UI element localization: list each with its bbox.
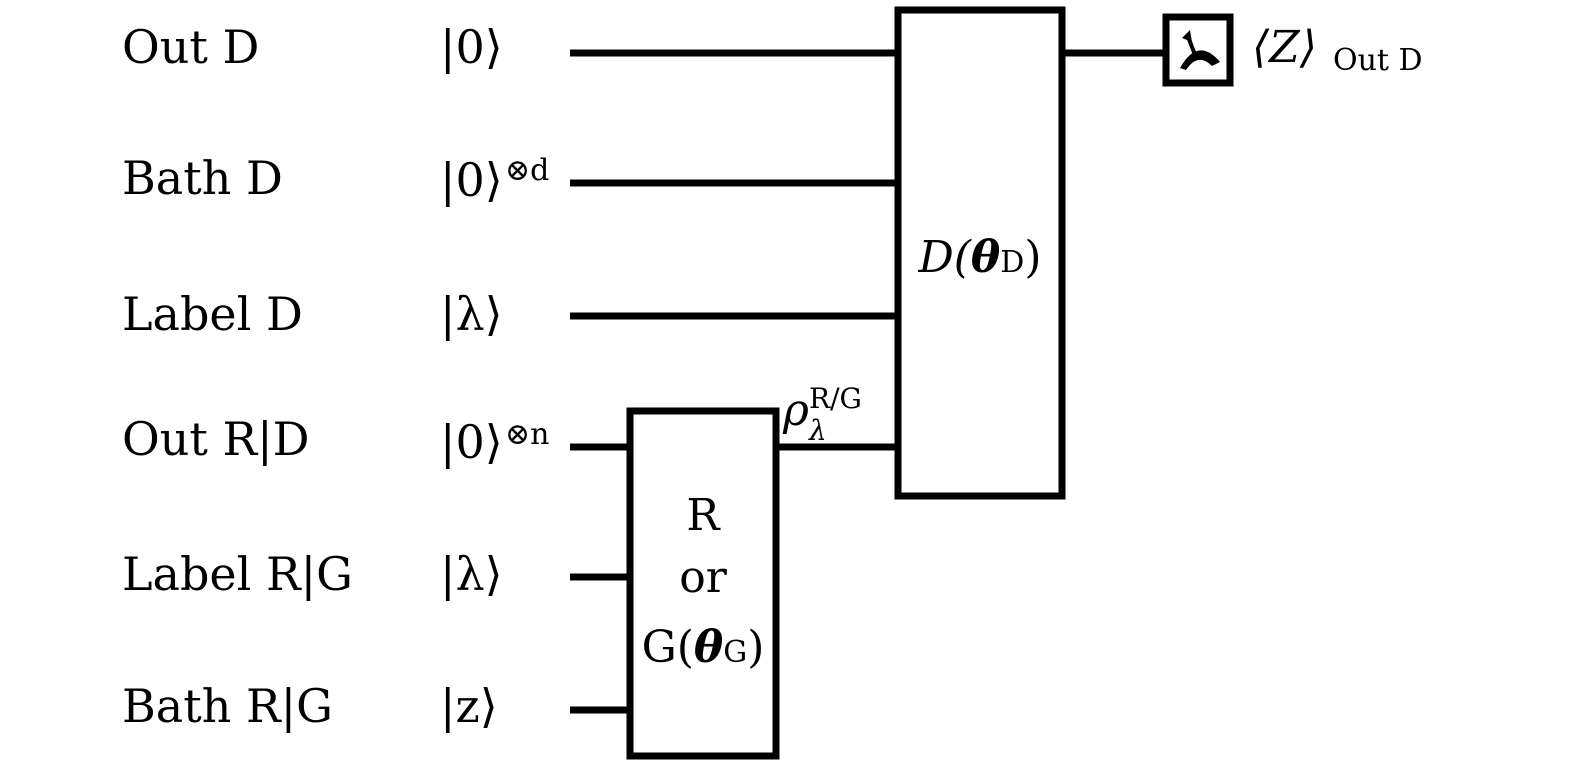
discriminator-gate-theta: θ (971, 232, 1001, 283)
generator-gate-line-2: or (679, 552, 727, 603)
generator-gate-g: G( (642, 622, 694, 673)
state-label-rg: |λ⟩ (440, 547, 503, 601)
meter-arc (1180, 50, 1220, 70)
rho-sup: R/G (809, 382, 862, 415)
initial-states: |0⟩ |0⟩ ⊗d |λ⟩ |0⟩ ⊗n |λ⟩ |z⟩ (440, 20, 549, 733)
generator-gate-theta: θ (694, 622, 724, 673)
state-out-d: |0⟩ (440, 20, 503, 74)
measurement-subscript: Out D (1333, 43, 1423, 78)
rho-sub: λ (808, 414, 827, 447)
state-bath-d-power: ⊗d (505, 153, 549, 188)
measurement-label: ⟨Z⟩ Out D (1252, 22, 1423, 78)
register-name-label-rg: Label R|G (122, 547, 353, 601)
discriminator-gate-box (894, 6, 1066, 500)
generator-gate-line-3: G(θG) (642, 622, 765, 673)
state-out-rd-power: ⊗n (505, 417, 549, 452)
state-bath-rg: |z⟩ (440, 679, 498, 733)
register-name-label-d: Label D (122, 287, 303, 341)
generator-gate: R or G(θG) (626, 407, 780, 760)
generator-gate-sub: G (723, 635, 747, 670)
discriminator-gate-d: D( (917, 232, 971, 283)
generator-gate-box (626, 407, 780, 760)
discriminator-gate-label: D(θD) (917, 232, 1041, 283)
state-out-rd: |0⟩ (440, 415, 503, 469)
meter-icon (1162, 13, 1234, 87)
state-bath-d: |0⟩ (440, 153, 503, 207)
register-name-out-d: Out D (122, 20, 259, 74)
discriminator-gate-close: ) (1024, 232, 1041, 283)
register-labels: Out D Bath D Label D Out R|D Label R|G B… (122, 20, 353, 733)
generator-gate-line-1: R (686, 490, 721, 541)
intermediate-state-label: ρ λ R/G (782, 382, 862, 447)
discriminator-gate-sub: D (1000, 245, 1024, 280)
register-name-out-rd: Out R|D (122, 412, 309, 466)
discriminator-gate: D(θD) (894, 6, 1066, 500)
meter-box (1162, 13, 1234, 87)
register-name-bath-rg: Bath R|G (122, 679, 333, 733)
register-name-bath-d: Bath D (122, 151, 283, 205)
generator-gate-close: ) (747, 622, 764, 673)
meter-needle-head (1182, 30, 1192, 42)
rho-symbol: ρ (782, 385, 809, 436)
state-label-d: |λ⟩ (440, 287, 503, 341)
measurement-observable: ⟨Z⟩ (1252, 22, 1317, 73)
wires (570, 49, 1166, 714)
